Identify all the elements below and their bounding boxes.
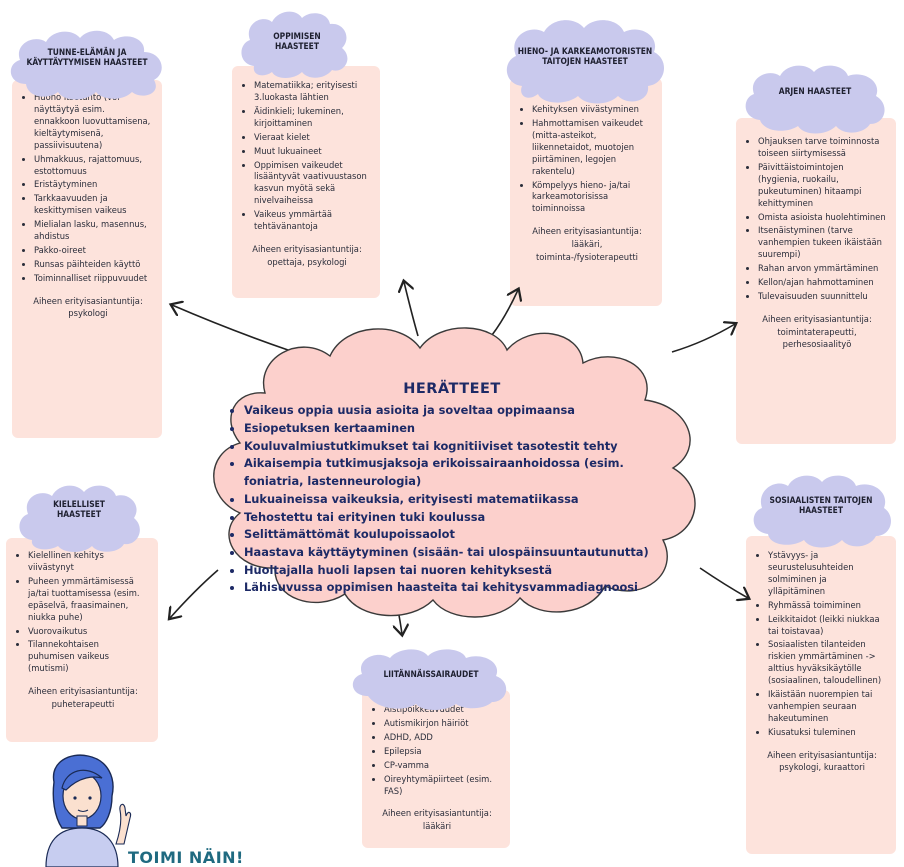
toimi-nain-label: TOIMI NÄIN!: [128, 848, 244, 867]
card-liitannais: Aistipoikkeavuudet Autismikirjon häiriöt…: [362, 690, 510, 848]
list-item: Esiopetuksen kertaaminen: [244, 420, 672, 438]
list-item: Aikaisempia tutkimusjaksoja erikoissaira…: [244, 455, 672, 490]
list-item: Runsas päihteiden käyttö: [34, 259, 152, 271]
list-item: Kellon/ajan hahmottaminen: [758, 277, 886, 289]
expert-note: Aiheen erityisasiantuntija: puheterapeut…: [28, 686, 138, 709]
list-item: Äidinkieli; lukeminen, kirjoittaminen: [254, 106, 370, 130]
expert-note: Aiheen erityisasiantuntija: lääkäri: [382, 808, 492, 832]
list-item: CP-vamma: [384, 760, 500, 772]
list-item: Ystävyys- ja seurustelusuhteiden solmimi…: [768, 550, 886, 598]
list-item: Ikäistään nuorempien tai vanhempien seur…: [768, 689, 886, 725]
list-item: Uhmakkuus, rajattomuus, estottomuus: [34, 154, 152, 178]
list-item: Omista asioista huolehtiminen: [758, 212, 886, 224]
list-item: Kielellinen kehitys viivästynyt: [28, 550, 148, 574]
list-item: Mielialan lasku, masennus, ahdistus: [34, 219, 152, 243]
cloud-sosiaali: [753, 475, 891, 548]
cloud-arki: [745, 65, 885, 134]
title-liitannais: LIITÄNNÄISSAIRAUDET: [383, 669, 479, 680]
card-arki: Ohjauksen tarve toiminnosta toiseen siir…: [736, 118, 896, 444]
cloud-tunne: [10, 30, 162, 100]
title-sosiaali: SOSIAALISTEN TAITOJEN HAASTEET: [769, 495, 873, 515]
list-item: Huoltajalla huoli lapsen tai nuoren kehi…: [244, 562, 672, 580]
list-item: Oireyhtymäpiirteet (esim. FAS): [384, 774, 500, 798]
list-item: Pakko-oireet: [34, 245, 152, 257]
list-item: Leikkitaidot (leikki niukkaa tai toistav…: [768, 614, 886, 638]
card-sosiaali: Ystävyys- ja seurustelusuhteiden solmimi…: [746, 536, 896, 854]
arrow-to-arki: [671, 324, 735, 353]
list-item: Tilannekohtaisen puhumisen vaikeus (muti…: [28, 639, 148, 675]
list-item: Vaikeus ymmärtää tehtävänantoja: [254, 209, 370, 233]
arrow-to-oppiminen: [404, 282, 419, 337]
card-kieli: Kielellinen kehitys viivästynyt Puheen y…: [6, 538, 158, 742]
expert-note: Aiheen erityisasiantuntija: lääkäri, toi…: [532, 226, 642, 262]
card-tunne: Huono itsetunto (voi näyttäytyä esim. en…: [12, 80, 162, 438]
expert-note: Aiheen erityisasiantuntija: opettaja, ps…: [252, 244, 362, 267]
list-item: Aistipoikkeavuudet: [384, 704, 500, 716]
list-item: Rahan arvon ymmärtäminen: [758, 263, 886, 275]
list-item: Vieraat kielet: [254, 132, 370, 144]
list-item: Vaikeus oppia uusia asioita ja soveltaa …: [244, 402, 672, 420]
list-item: Kömpelyys hieno- ja/tai karkeamotorisiss…: [532, 180, 652, 216]
central-title: HERÄTTEET: [403, 381, 501, 397]
cloud-oppiminen: [241, 11, 348, 78]
list-item: Lähisuvussa oppimisen haasteita tai kehi…: [244, 579, 672, 597]
central-list: Vaikeus oppia uusia asioita ja soveltaa …: [232, 402, 672, 596]
arrow-to-tunne: [172, 305, 289, 351]
title-tunne: TUNNE-ELÄMÄN JA KÄYTTÄYTYMISEN HAASTEET: [26, 47, 148, 67]
list-item: Ryhmässä toimiminen: [768, 600, 886, 612]
list-item: Selittämättömät koulupoissaolot: [244, 526, 672, 544]
list-item: Päivittäistoimintojen (hygienia, ruokail…: [758, 162, 886, 210]
expert-note: Aiheen erityisasiantuntija: psykologi, k…: [767, 749, 877, 773]
card-motoriikka: Kehityksen viivästyminen Hahmottamisen v…: [510, 78, 662, 306]
list-item: Tulevaisuuden suunnittelu: [758, 291, 886, 303]
list-item: Ohjauksen tarve toiminnosta toiseen siir…: [758, 136, 886, 160]
list-item: Sosiaalisten tilanteiden riskien ymmärtä…: [768, 639, 886, 687]
list-item: Puheen ymmärtämisessä ja/tai tuottamises…: [28, 576, 148, 624]
list-item: Eristäytyminen: [34, 179, 152, 191]
girl-illustration-icon: [45, 754, 132, 867]
title-motoriikka: HIENO- JA KARKEAMOTORISTEN TAITOJEN HAAS…: [517, 46, 653, 66]
list-item: Kiusatuksi tuleminen: [768, 727, 886, 739]
cloud-liitannais: [352, 649, 507, 710]
expert-note: Aiheen erityisasiantuntija: psykologi: [33, 295, 143, 319]
title-oppiminen: OPPIMISEN HAASTEET: [273, 31, 321, 51]
main-cloud: [213, 327, 696, 618]
list-item: Oppimisen vaikeudet lisääntyvät vaativuu…: [254, 160, 370, 208]
list-item: Epilepsia: [384, 746, 500, 758]
card-oppiminen: Matematiikka; erityisesti 3.luokasta läh…: [232, 66, 380, 298]
title-arki: ARJEN HAASTEET: [778, 86, 852, 97]
cloud-motoriikka: [506, 20, 665, 104]
list-item: Tehostettu tai erityinen tuki koulussa: [244, 509, 672, 527]
list-item: Kouluvalmiustutkimukset tai kognitiivise…: [244, 438, 672, 456]
list-item: Lukuaineissa vaikeuksia, erityisesti mat…: [244, 491, 672, 509]
arrow-to-kieli: [170, 569, 219, 618]
cloud-kieli: [19, 485, 140, 552]
arrow-to-sosiaali: [699, 567, 748, 598]
list-item: ADHD, ADD: [384, 732, 500, 744]
arrow-to-motoriikka: [491, 290, 518, 336]
list-item: Autismikirjon häiriöt: [384, 718, 500, 730]
list-item: Vuorovaikutus: [28, 626, 148, 638]
list-item: Kehityksen viivästyminen: [532, 104, 652, 116]
list-item: Toiminnalliset riippuvuudet: [34, 273, 152, 285]
list-item: Hahmottamisen vaikeudet (mitta-asteikot,…: [532, 118, 652, 178]
central-prompts: HERÄTTEET Vaikeus oppia uusia asioita ja…: [232, 378, 672, 597]
list-item: Matematiikka; erityisesti 3.luokasta läh…: [254, 80, 370, 104]
title-kieli: KIELELLISET HAASTEET: [53, 499, 105, 519]
list-item: Itsenäistyminen (tarve vanhempien tukeen…: [758, 225, 886, 261]
list-item: Haastava käyttäytyminen (sisään- tai ulo…: [244, 544, 672, 562]
expert-note: Aiheen erityisasiantuntija: toimintatera…: [762, 313, 872, 350]
list-item: Muut lukuaineet: [254, 146, 370, 158]
list-item: Tarkkaavuuden ja keskittymisen vaikeus: [34, 193, 152, 217]
